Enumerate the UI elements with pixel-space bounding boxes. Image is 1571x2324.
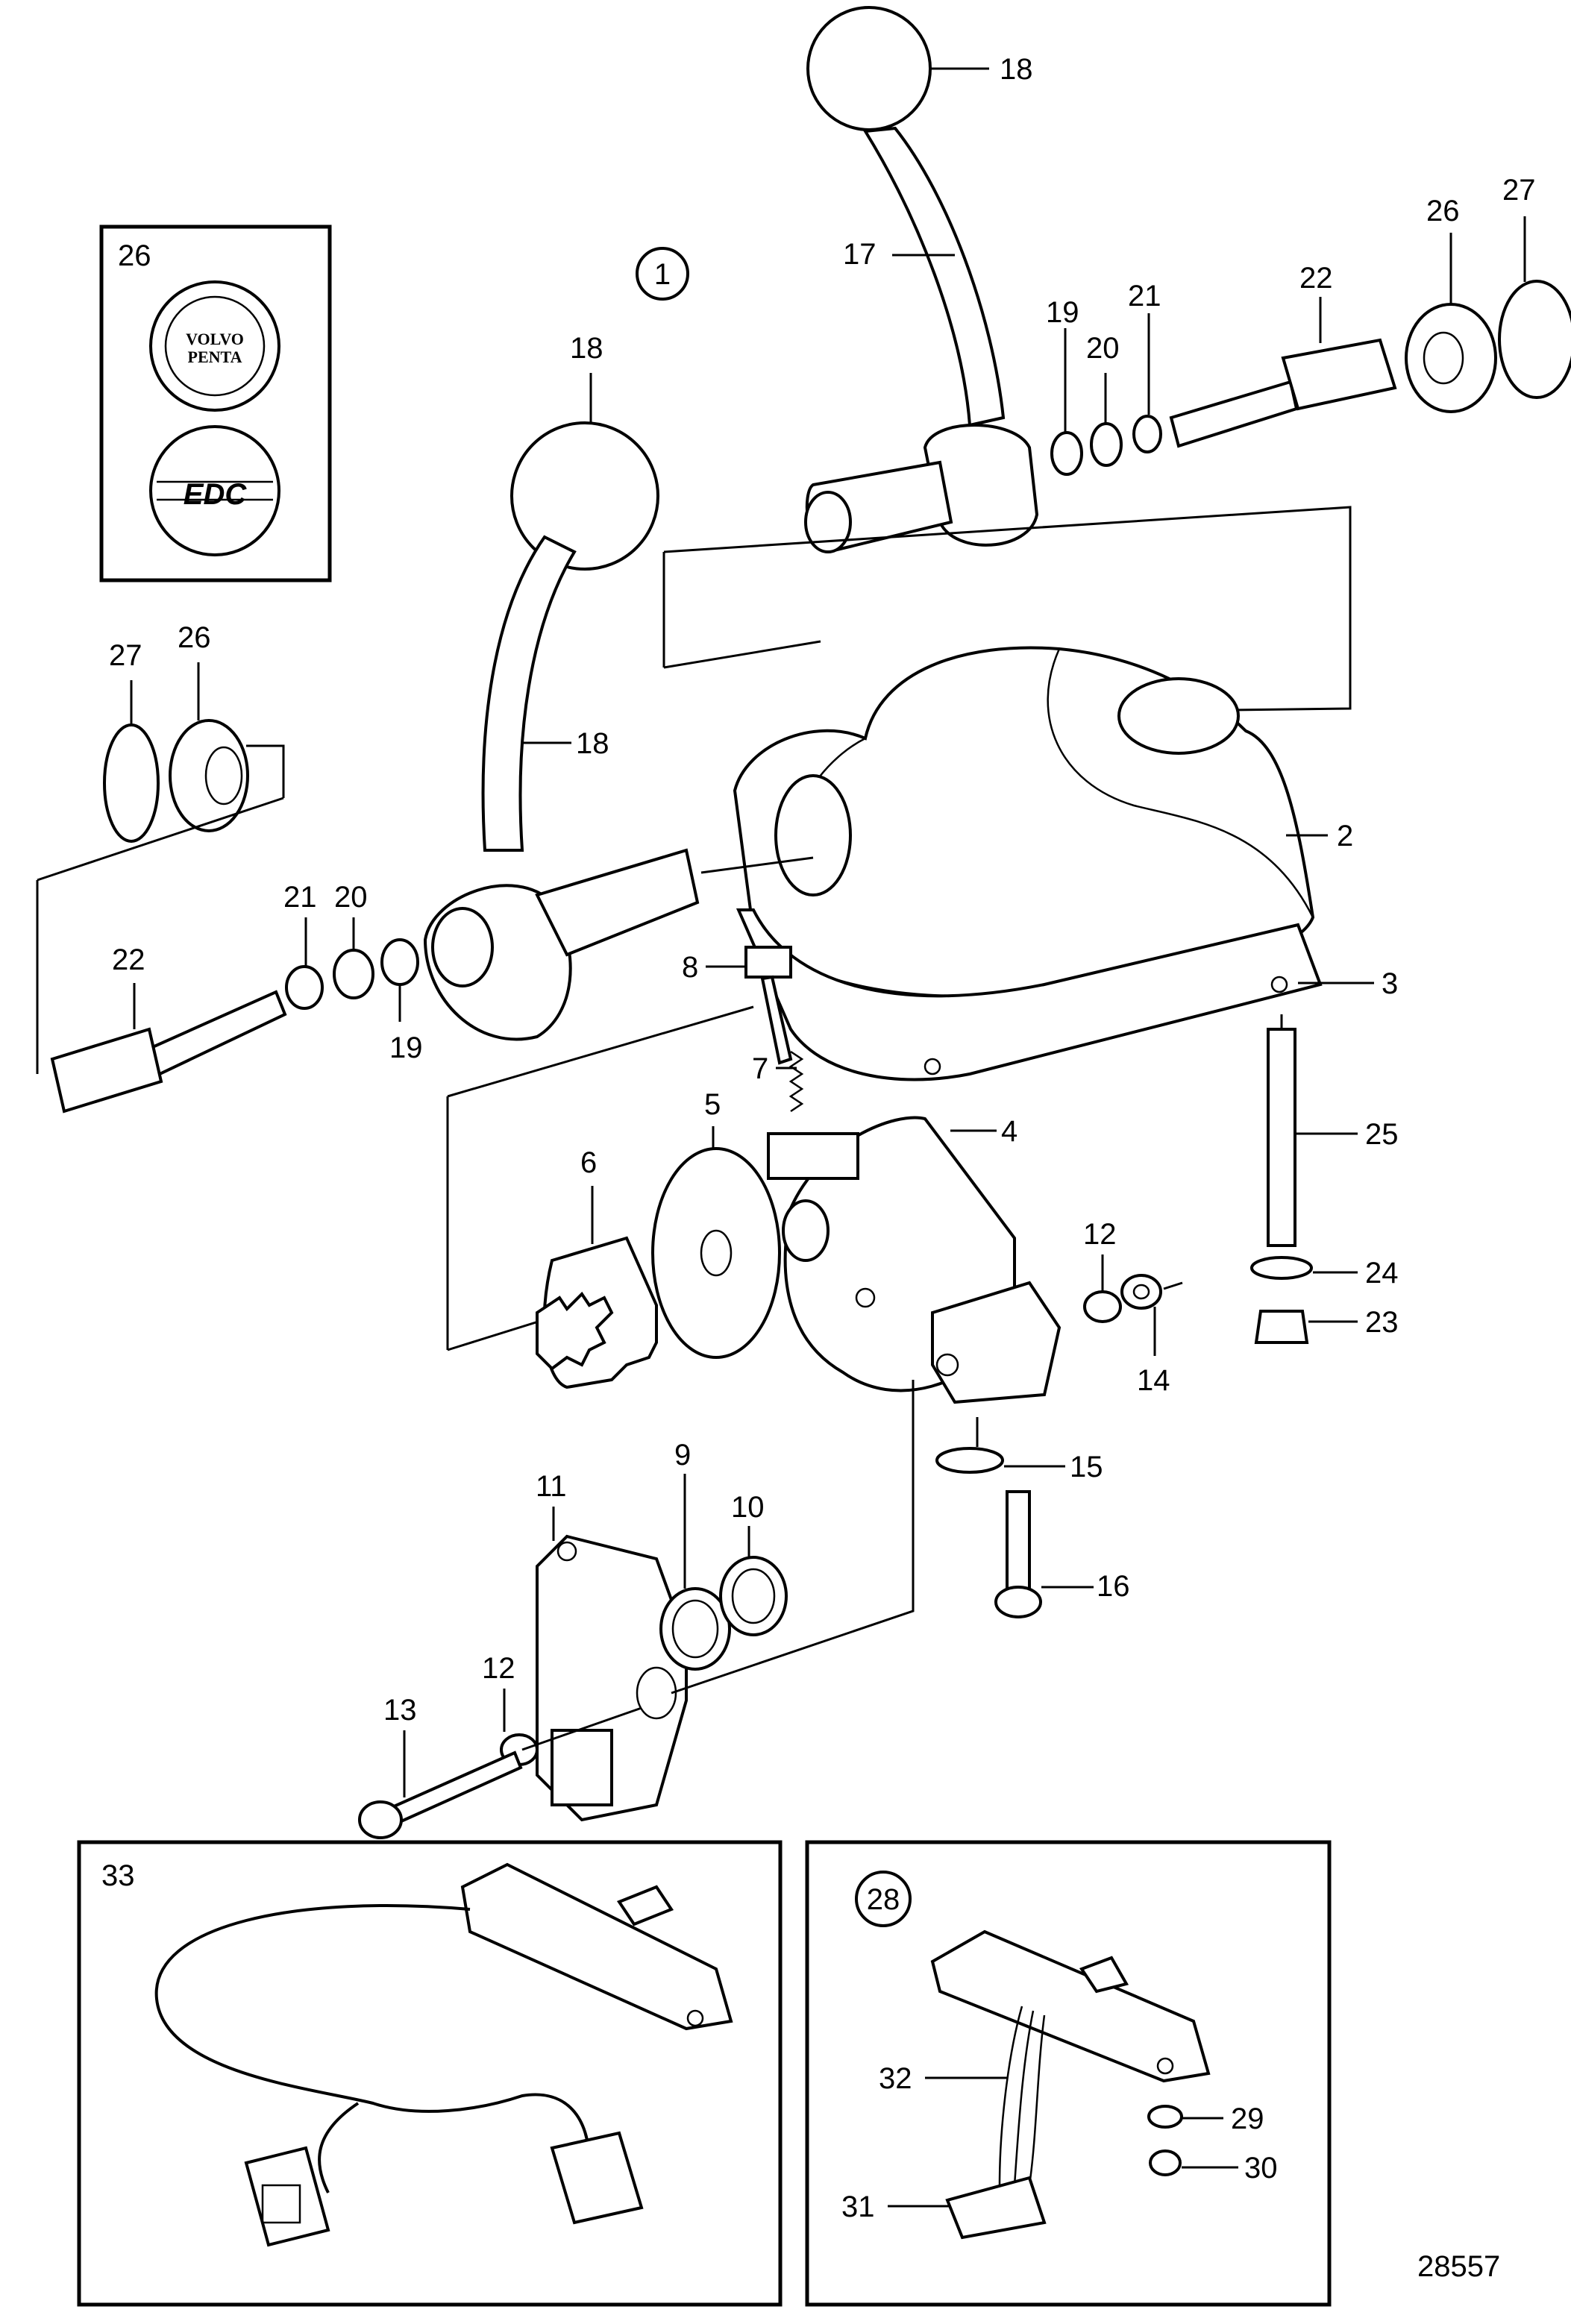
callout-labels: 18 17 19 20 21 22 26 27 26 18 27 26 18 2… [101, 53, 1536, 2223]
callout-label: 27 [109, 639, 142, 672]
leader-lines [130, 67, 1526, 2208]
callout-label: 11 [536, 1470, 567, 1503]
callout-label: 26 [1426, 195, 1460, 227]
callout-label: 29 [1231, 2102, 1264, 2135]
detent-pin [744, 946, 793, 1065]
callout-label: 3 [1382, 967, 1398, 1000]
callout-label: 33 [101, 1859, 135, 1892]
detent-spring [788, 1050, 804, 1113]
emblem-inset-box [99, 224, 332, 582]
harness-sensor-bar [460, 1862, 733, 2031]
callout-label: 21 [1128, 280, 1161, 313]
lower-cap-and-cover [103, 719, 249, 843]
callout-label: 17 [843, 238, 877, 271]
callout-label: 16 [1097, 1570, 1130, 1603]
kit-sensor-bar [930, 1929, 1211, 2083]
long-screw [1250, 1028, 1313, 1344]
harness-cable [154, 1904, 644, 2247]
callout-label: 26 [178, 621, 211, 654]
callout-label: 18 [576, 727, 609, 760]
gear-plate [536, 1236, 658, 1389]
sensor-module [536, 1534, 688, 1822]
harness-kit-box [77, 1840, 783, 2307]
kit-wires [945, 2006, 1047, 2240]
callout-label: 4 [1001, 1115, 1017, 1148]
callout-label: 30 [1244, 2152, 1278, 2185]
right-washer-nut [1083, 1274, 1162, 1323]
view-marker-label: 1 [654, 258, 671, 291]
view-marker: 1 [636, 247, 689, 301]
upper-lever [804, 6, 1039, 554]
sensor-bolt [358, 1733, 539, 1839]
upper-cap-and-cover [1405, 280, 1571, 413]
lower-washer-and-bolt [935, 1447, 1042, 1618]
callout-label: 10 [731, 1491, 765, 1524]
housing [733, 646, 1315, 999]
callout-label: 8 [682, 951, 698, 984]
callout-label: 6 [580, 1146, 597, 1179]
seal-rings [659, 1556, 788, 1671]
callout-label: 32 [879, 2062, 912, 2095]
callout-label: 18 [570, 332, 603, 365]
callout-label: 14 [1137, 1364, 1170, 1397]
drawing-number: 28557 [1417, 2250, 1500, 2283]
callout-label: 7 [752, 1052, 768, 1085]
callout-label: 12 [1083, 1218, 1117, 1251]
callout-label: 25 [1365, 1118, 1399, 1151]
badge-edc-text: EDC [184, 478, 248, 511]
callout-label: 9 [674, 1439, 691, 1472]
callout-label: 18 [1000, 53, 1033, 86]
upper-washers [1050, 415, 1162, 476]
callout-label: 19 [389, 1031, 423, 1064]
lower-screw [50, 990, 287, 1114]
upper-screw [1169, 338, 1397, 448]
callout-label: 22 [1299, 262, 1333, 295]
callout-label: 19 [1046, 296, 1079, 329]
callout-label: 15 [1070, 1451, 1103, 1483]
callout-label: 20 [334, 881, 368, 914]
callout-label: 2 [1337, 820, 1353, 852]
callout-label: 5 [704, 1088, 721, 1121]
lower-lever [423, 421, 700, 1041]
kit-washer-and-nut [1147, 2105, 1183, 2176]
friction-disc [651, 1147, 781, 1359]
badge-brand-line1: VOLVO [186, 330, 244, 348]
callout-label: 26 [118, 239, 151, 272]
switch-block [931, 1281, 1062, 1404]
kit-marker-label: 28 [867, 1883, 900, 1916]
callout-label: 24 [1365, 1257, 1399, 1290]
callout-label: 22 [112, 943, 145, 976]
callout-label: 20 [1086, 332, 1120, 365]
gasket [736, 908, 1323, 1081]
callout-label: 12 [482, 1652, 515, 1685]
sensor-kit-box [805, 1840, 1332, 2307]
edc-badge: EDC [149, 425, 280, 556]
callout-label: 13 [383, 1694, 417, 1727]
callout-label: 23 [1365, 1306, 1399, 1339]
kit-marker: 28 [855, 1871, 912, 1927]
callout-label: 31 [841, 2190, 875, 2223]
callout-label: 27 [1502, 174, 1536, 207]
badge-brand-line2: PENTA [188, 348, 242, 366]
volvo-penta-badge: VOLVO PENTA [149, 280, 280, 412]
callout-label: 21 [283, 881, 317, 914]
